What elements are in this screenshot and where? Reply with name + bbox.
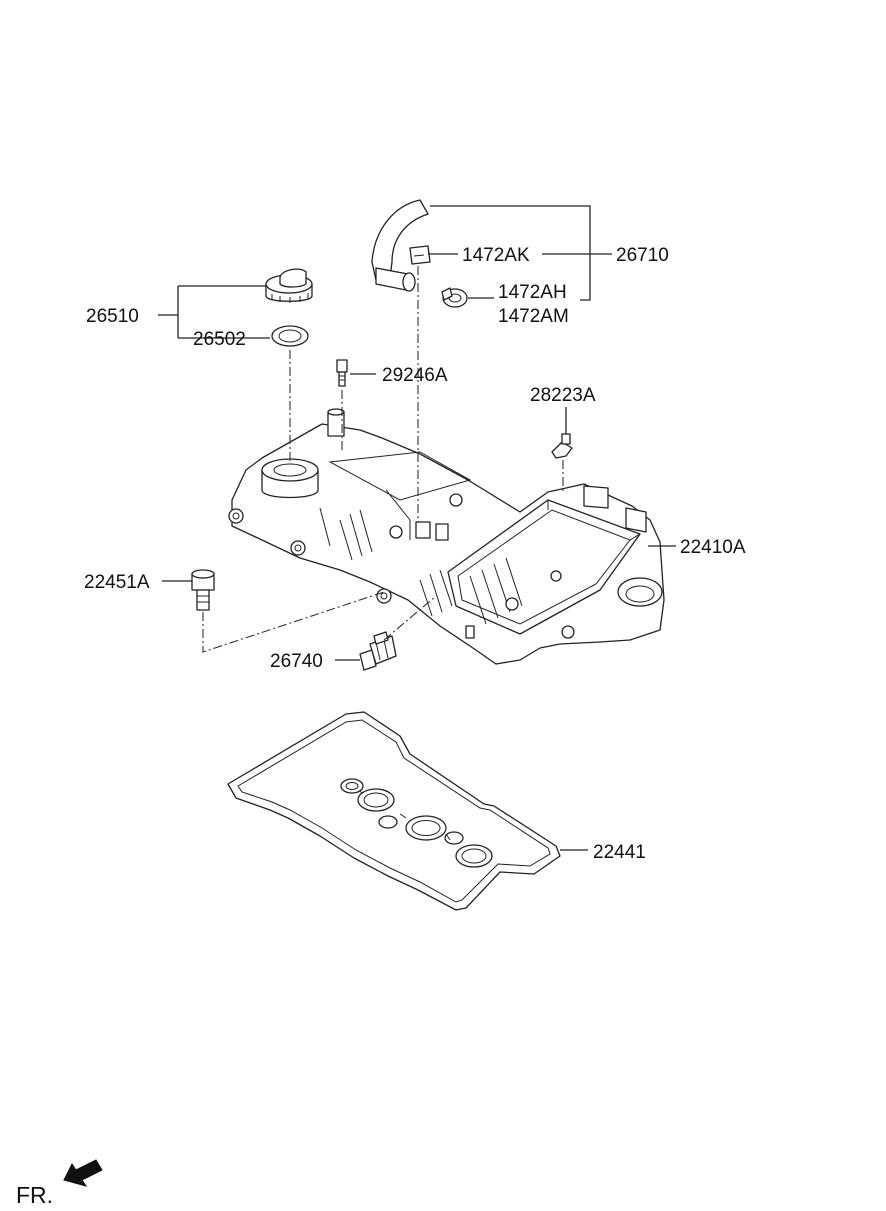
front-direction-indicator: FR.	[16, 1159, 103, 1208]
cover-gasket	[227, 711, 561, 911]
oil-filler-cap	[265, 268, 313, 303]
label-22441: 22441	[593, 842, 646, 863]
assembly-lines	[202, 266, 564, 653]
bolt-22451a	[191, 569, 215, 611]
label-26502: 26502	[193, 329, 246, 350]
label-26510: 26510	[86, 306, 139, 327]
label-26740: 26740	[270, 651, 323, 672]
cap-gasket	[271, 325, 309, 347]
label-22410a: 22410A	[680, 537, 746, 558]
cylinder-head-cover	[228, 408, 665, 665]
label-1472ah: 1472AH	[498, 282, 567, 303]
label-1472ak: 1472AK	[462, 245, 530, 266]
breather-hose	[371, 199, 429, 292]
label-22451a: 22451A	[84, 572, 150, 593]
hose-clamp-1472ak	[409, 245, 431, 265]
label-26710: 26710	[616, 245, 669, 266]
leader-lines	[158, 205, 676, 851]
label-28223a: 28223A	[530, 385, 596, 406]
sensor-28223a	[551, 433, 573, 459]
label-29246a: 29246A	[382, 365, 448, 386]
label-1472am: 1472AM	[498, 306, 569, 327]
pcv-valve-26740	[359, 631, 397, 671]
front-label: FR.	[16, 1182, 53, 1208]
bolt-29246a	[336, 359, 348, 387]
arrow-down-left-icon	[63, 1159, 103, 1187]
hose-clamp-1472ah	[441, 287, 468, 308]
